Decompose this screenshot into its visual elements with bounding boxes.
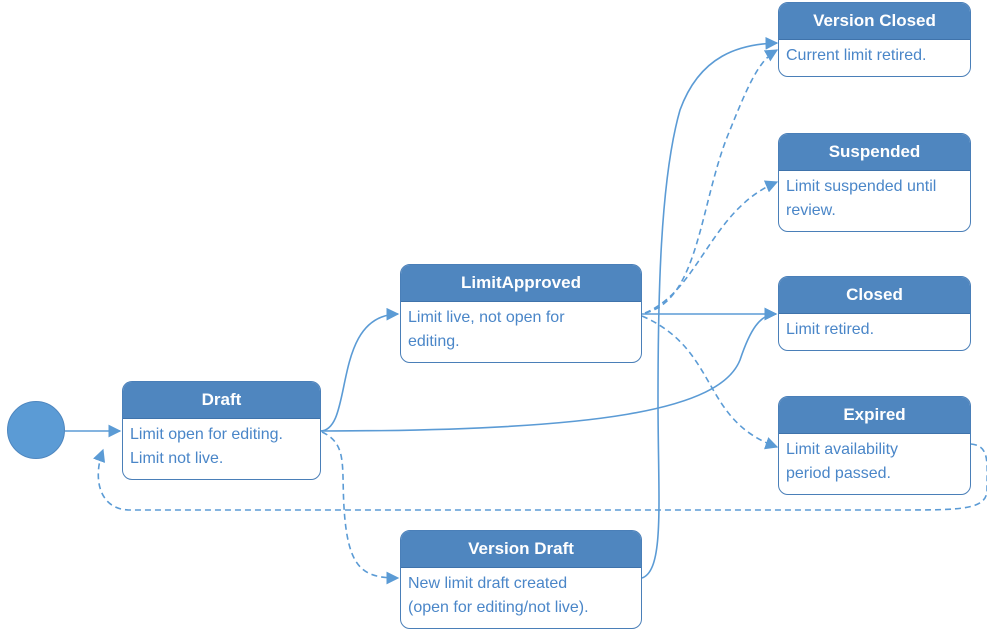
description-line: Limit not live. (130, 450, 224, 467)
state-title: Expired (779, 397, 970, 434)
description-line: Limit retired. (786, 321, 875, 338)
state-title: Closed (779, 277, 970, 314)
transition-draft-to-versiondraft (321, 431, 400, 585)
state-description: Limit suspended until review. (779, 171, 970, 223)
transition-versiondraft-to-versionclosed (641, 36, 779, 579)
state-title: Suspended (779, 134, 970, 171)
description-line: (open for editing/not live). (408, 599, 589, 616)
state-expired[interactable]: Expired Limit availability period passed… (778, 396, 971, 495)
state-closed[interactable]: Closed Limit retired. (778, 276, 971, 351)
description-line: Limit availability (786, 441, 899, 458)
state-title: Version Draft (401, 531, 641, 568)
state-suspended[interactable]: Suspended Limit suspended until review. (778, 133, 971, 232)
state-description: Limit availability period passed. (779, 434, 970, 486)
state-title: LimitApproved (401, 265, 641, 302)
description-line: period passed. (786, 465, 891, 482)
state-title: Version Closed (779, 3, 970, 40)
transition-draft-to-limitapproved (319, 307, 400, 432)
description-line: Limit suspended until (786, 178, 937, 195)
state-description: New limit draft created (open for editin… (401, 568, 641, 620)
state-limitapproved[interactable]: LimitApproved Limit live, not open for e… (400, 264, 642, 363)
description-line: Limit open for editing. (130, 426, 283, 443)
state-versionclosed[interactable]: Version Closed Current limit retired. (778, 2, 971, 77)
state-versiondraft[interactable]: Version Draft New limit draft created (o… (400, 530, 642, 629)
description-line: New limit draft created (408, 575, 568, 592)
description-line: Limit live, not open for (408, 309, 565, 326)
transition-limitapproved-to-versionclosed (644, 49, 779, 314)
state-description: Limit retired. (779, 314, 970, 342)
description-line: review. (786, 202, 836, 219)
state-description: Limit live, not open for editing. (401, 302, 641, 354)
state-description: Current limit retired. (779, 40, 970, 68)
transition-limitapproved-to-expired (641, 315, 779, 450)
state-description: Limit open for editing. Limit not live. (123, 419, 320, 471)
description-line: editing. (408, 333, 460, 350)
transition-draft-to-closed (319, 307, 778, 432)
description-line: Current limit retired. (786, 47, 927, 64)
state-draft[interactable]: Draft Limit open for editing. Limit not … (122, 381, 321, 480)
initial-node[interactable] (7, 401, 65, 459)
state-title: Draft (123, 382, 320, 419)
transition-limitapproved-to-suspended (644, 180, 779, 314)
